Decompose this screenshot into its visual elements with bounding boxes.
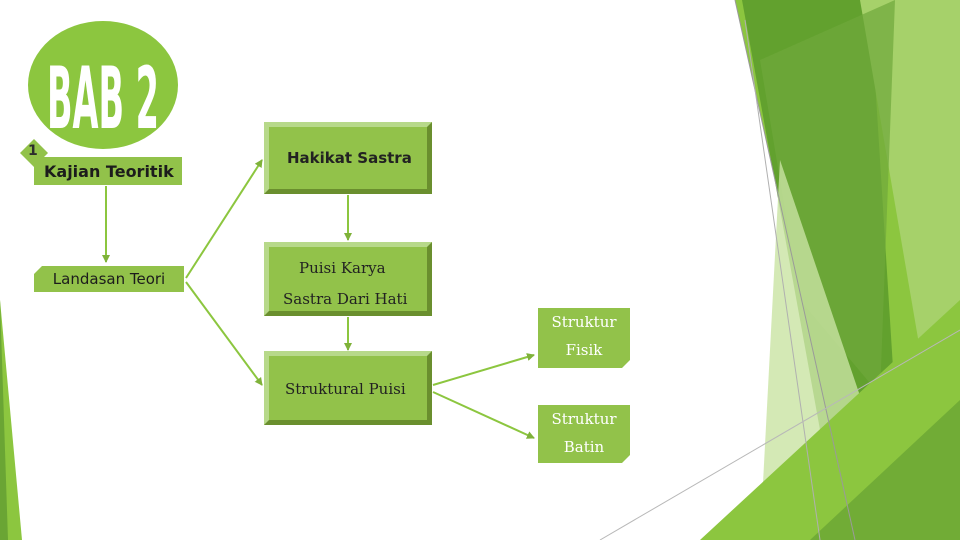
struktur-fisik-box: Struktur Fisik — [538, 308, 630, 368]
kajian-teoritik-box: Kajian Teoritik — [34, 157, 182, 185]
struktur-batin-line1: Struktur — [551, 410, 617, 428]
struktur-fisik-line1: Struktur — [551, 313, 617, 331]
puisi-karya-node: Puisi Karya Sastra Dari Hati — [264, 242, 432, 316]
puisi-karya-label-line1: Puisi Karya — [299, 259, 386, 277]
landasan-teori-box: Landasan Teori — [34, 266, 184, 292]
bab-logo-text: BAB 2 — [47, 49, 159, 149]
puisi-karya-label-line2: Sastra Dari Hati — [283, 290, 408, 308]
hakikat-sastra-node: Hakikat Sastra — [264, 122, 432, 194]
bab-logo: BAB 2 — [28, 21, 178, 149]
struktural-puisi-label: Struktural Puisi — [285, 380, 406, 398]
struktural-puisi-node: Struktural Puisi — [264, 351, 432, 425]
struktur-batin-box: Struktur Batin — [538, 405, 630, 463]
hakikat-sastra-label: Hakikat Sastra — [287, 149, 412, 167]
struktur-batin-line2: Batin — [563, 438, 605, 456]
number-badge: 1 — [28, 143, 38, 159]
struktur-fisik-line2: Fisik — [565, 341, 603, 359]
